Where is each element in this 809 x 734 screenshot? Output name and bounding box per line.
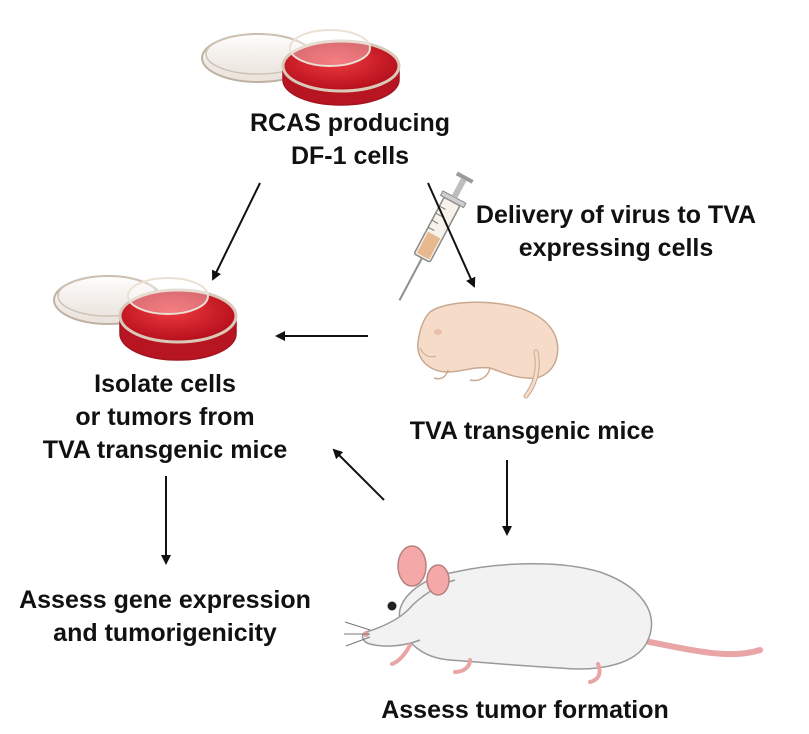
adult-mouse-icon [344, 545, 763, 684]
rcas-label: RCAS producing DF-1 cells [240, 107, 460, 173]
rcas-label-line2: DF-1 cells [290, 142, 410, 170]
syringe-icon [398, 171, 474, 301]
delivery-label: Delivery of virus to TVA expressing cell… [455, 199, 777, 265]
petri-dish-icon [201, 29, 401, 106]
petri-dish-icon [53, 275, 238, 361]
arrow-rcas-to-pup [427, 182, 476, 288]
assess-tumor-label-text: Assess tumor formation [381, 696, 669, 724]
isolate-label-line1: Isolate cells [94, 370, 236, 398]
assess-gene-label-line1: Assess gene expression [19, 586, 311, 614]
arrow-adult-to-isolate [332, 448, 385, 501]
isolate-label-line2: or tumors from [75, 403, 255, 431]
arrow-rcas-to-isolate [212, 182, 261, 281]
assess-gene-label-line2: and tumorigenicity [53, 619, 277, 647]
tva-mice-label: TVA transgenic mice [387, 415, 677, 448]
assess-tumor-label: Assess tumor formation [360, 694, 690, 727]
rcas-label-line1: RCAS producing [250, 109, 450, 137]
assess-gene-label: Assess gene expression and tumorigenicit… [0, 584, 330, 650]
isolate-label-line3: TVA transgenic mice [42, 436, 288, 464]
newborn-mouse-icon [417, 301, 559, 399]
delivery-label-line1: Delivery of virus to TVA [475, 201, 757, 229]
isolate-label: Isolate cells or tumors from TVA transge… [10, 368, 320, 467]
delivery-label-line2: expressing cells [518, 234, 714, 262]
tva-mice-label-text: TVA transgenic mice [409, 417, 655, 445]
